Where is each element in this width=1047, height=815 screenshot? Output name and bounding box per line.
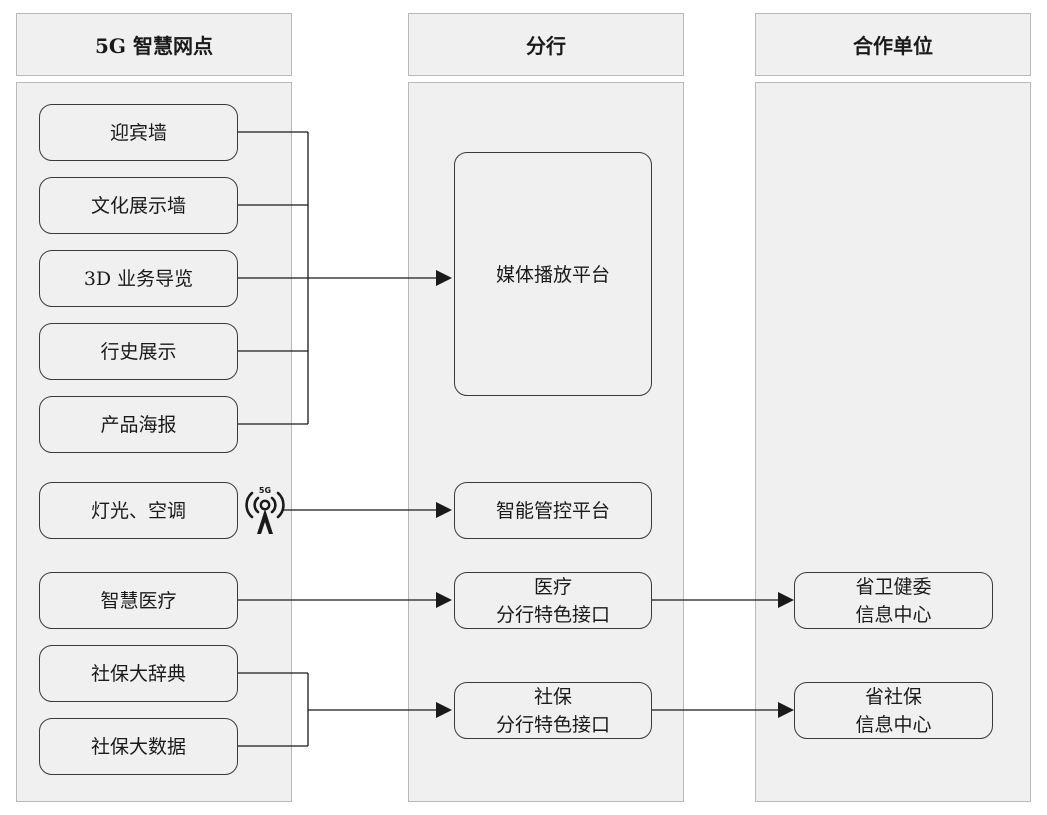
column-header-partners-label: 合作单位 [853, 34, 933, 58]
node-social-dictionary: 社保大辞典 [39, 645, 238, 702]
5g-antenna-icon-label: 5G [259, 486, 271, 495]
column-header-5g-branch-label: 5G 智慧网点 [95, 34, 213, 58]
node-social-bigdata: 社保大数据 [39, 718, 238, 775]
node-product-posters: 产品海报 [39, 396, 238, 453]
node-smart-control-label: 智能管控平台 [495, 499, 610, 522]
5g-antenna-icon: 5G [245, 486, 285, 534]
arrowhead-social-security-center [778, 702, 794, 718]
node-light-ac: 灯光、空调 [39, 482, 238, 539]
node-social-security-center-line2: 信息中心 [855, 713, 932, 736]
node-media-platform-label: 媒体播放平台 [495, 264, 610, 286]
arrowhead-social-interface [436, 702, 452, 718]
node-health-commission-line1: 省卫健委 [855, 575, 932, 598]
column-header-5g-branch: 5G 智慧网点 [16, 13, 292, 76]
column-header-branch: 分行 [408, 13, 684, 76]
node-social-interface: 社保 分行特色接口 [454, 682, 652, 739]
arrowhead-medical-interface [436, 592, 452, 608]
node-product-posters-label: 产品海报 [100, 413, 177, 436]
node-social-interface-line2: 分行特色接口 [495, 713, 610, 736]
column-header-branch-label: 分行 [526, 34, 566, 58]
arrowhead-media-platform [436, 270, 452, 286]
node-culture-wall: 文化展示墙 [39, 177, 238, 234]
arrowhead-health-commission [778, 592, 794, 608]
node-medical-interface-line2: 分行特色接口 [495, 603, 610, 626]
node-health-commission: 省卫健委 信息中心 [794, 572, 993, 629]
node-health-commission-line2: 信息中心 [855, 603, 932, 626]
node-media-platform: 媒体播放平台 [454, 152, 652, 396]
node-medical-interface-line1: 医疗 [533, 575, 572, 598]
node-history-label: 行史展示 [100, 340, 177, 363]
node-social-security-center-line1: 省社保 [864, 685, 922, 708]
column-header-partners: 合作单位 [755, 13, 1031, 76]
node-social-bigdata-label: 社保大数据 [90, 735, 186, 758]
node-light-ac-label: 灯光、空调 [90, 499, 186, 522]
node-welcome-wall: 迎宾墙 [39, 104, 238, 161]
node-history: 行史展示 [39, 323, 238, 380]
node-social-security-center: 省社保 信息中心 [794, 682, 993, 739]
node-smart-medical-label: 智慧医疗 [100, 589, 177, 612]
node-3d-tour-label: 3D 业务导览 [83, 267, 194, 290]
node-3d-tour: 3D 业务导览 [39, 250, 238, 307]
node-smart-medical: 智慧医疗 [39, 572, 238, 629]
node-welcome-wall-label: 迎宾墙 [109, 121, 167, 144]
node-social-dictionary-label: 社保大辞典 [90, 662, 186, 685]
node-smart-control: 智能管控平台 [454, 482, 652, 539]
node-social-interface-line1: 社保 [533, 685, 572, 708]
node-culture-wall-label: 文化展示墙 [90, 194, 186, 217]
arrowhead-smart-control [436, 502, 452, 518]
node-medical-interface: 医疗 分行特色接口 [454, 572, 652, 629]
